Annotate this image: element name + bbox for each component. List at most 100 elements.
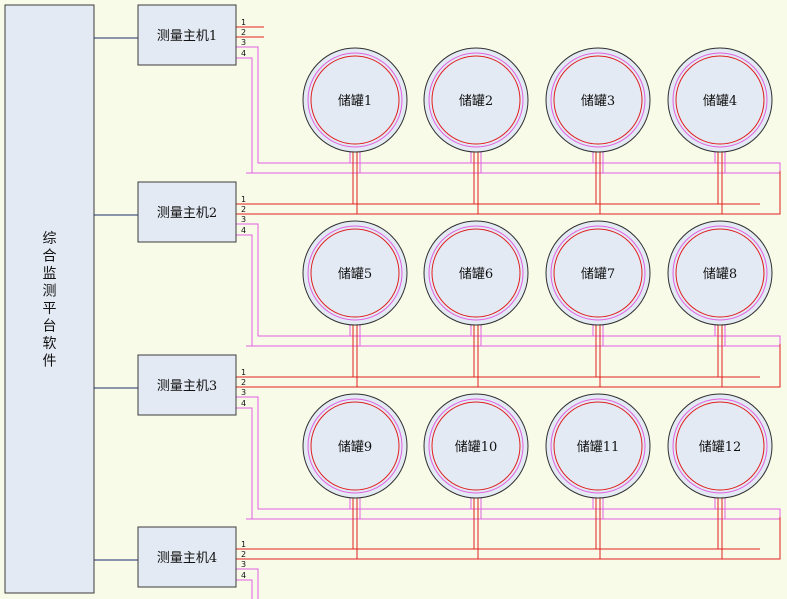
measurement-host-4: 测量主机4 123 4 — [137, 526, 246, 588]
channel-label: 2 — [241, 28, 246, 37]
tank-label: 储罐7 — [581, 267, 615, 282]
tank-outline — [545, 47, 651, 153]
tank-sensor-ring-red — [675, 228, 765, 318]
tank-outline — [545, 393, 651, 499]
storage-tank: 储罐11 — [545, 393, 651, 499]
channel-4-wire — [236, 57, 253, 173]
channel-4-wire — [236, 234, 253, 346]
host-box — [137, 4, 237, 66]
tank-sensor-ring-pink — [550, 52, 646, 148]
channel-label: 3 — [241, 388, 246, 397]
tank-sensor-ring-red — [310, 55, 400, 145]
tank-outline — [667, 393, 773, 499]
storage-tank: 储罐2 — [423, 47, 529, 153]
tank-sensor-ring-red — [553, 55, 643, 145]
tank-sensor-ring-pink — [550, 225, 646, 321]
tank-outline — [302, 220, 408, 326]
storage-tank: 储罐6 — [423, 220, 529, 326]
host-box — [137, 181, 237, 243]
storage-tank: 储罐4 — [667, 47, 773, 153]
tank-sensor-ring-pink — [428, 52, 524, 148]
channel-2-wire — [236, 171, 781, 215]
channel-2-wire — [236, 344, 781, 388]
host-label: 测量主机4 — [157, 551, 217, 566]
tank-sensor-ring-pink — [672, 225, 768, 321]
channel-3-wire — [236, 396, 781, 520]
channel-label: 4 — [241, 399, 246, 408]
tank-sensor-ring-red — [431, 228, 521, 318]
tank-outline — [302, 47, 408, 153]
tank-label: 储罐2 — [459, 94, 493, 109]
channel-label: 1 — [241, 368, 246, 377]
channel-label: 4 — [241, 571, 246, 580]
tank-label: 储罐4 — [703, 94, 737, 109]
tank-sensor-ring-pink — [672, 52, 768, 148]
tank-sensor-ring-red — [310, 228, 400, 318]
channel-label: 1 — [241, 18, 246, 27]
channel-2-wire — [236, 517, 781, 560]
tank-outline — [545, 220, 651, 326]
tank-outline — [423, 220, 529, 326]
channel-3-wire — [236, 223, 781, 347]
tank-label: 储罐3 — [581, 94, 615, 109]
channel-label: 2 — [241, 550, 246, 559]
tank-outline — [423, 393, 529, 499]
tank-sensor-ring-red — [431, 401, 521, 491]
tank-label: 储罐1 — [338, 94, 372, 109]
tank-sensor-ring-pink — [550, 398, 646, 494]
tank-label: 储罐10 — [455, 440, 498, 455]
storage-tank: 储罐9 — [302, 393, 408, 499]
tank-sensor-ring-pink — [307, 398, 403, 494]
measurement-host-3: 测量主机3 123 4 — [137, 354, 246, 416]
host-box — [137, 354, 237, 416]
storage-tank: 储罐5 — [302, 220, 408, 326]
channel-3-wire — [236, 46, 781, 174]
tank-label: 储罐11 — [577, 440, 620, 455]
channel-label: 1 — [241, 540, 246, 549]
host-label: 测量主机1 — [157, 29, 217, 44]
measurement-host-1: 测量主机1 123 4 — [137, 4, 246, 66]
tank-sensor-ring-red — [310, 401, 400, 491]
tank-sensor-ring-red — [553, 228, 643, 318]
measurement-host-2: 测量主机2 123 4 — [137, 181, 246, 243]
channel-label: 2 — [241, 205, 246, 214]
channel-label: 1 — [241, 195, 246, 204]
tank-label: 储罐9 — [338, 440, 372, 455]
tank-label: 储罐8 — [703, 267, 737, 282]
tank-sensor-ring-pink — [307, 52, 403, 148]
channel-label: 3 — [241, 38, 246, 47]
host-label: 测量主机3 — [157, 379, 217, 394]
tank-sensor-ring-red — [431, 55, 521, 145]
channel-label: 4 — [241, 49, 246, 58]
tank-label: 储罐5 — [338, 267, 372, 282]
channel-3-wire — [236, 568, 259, 599]
channel-4-wire — [236, 579, 253, 599]
host-box — [137, 526, 237, 588]
tank-sensor-ring-red — [553, 401, 643, 491]
channel-label: 4 — [241, 226, 246, 235]
tank-sensor-ring-red — [675, 55, 765, 145]
channel-label: 3 — [241, 215, 246, 224]
tank-outline — [667, 47, 773, 153]
tank-outline — [423, 47, 529, 153]
tank-sensor-ring-pink — [428, 225, 524, 321]
tank-label: 储罐6 — [459, 267, 493, 282]
channel-4-wire — [236, 407, 253, 519]
tank-outline — [302, 393, 408, 499]
tank-outline — [667, 220, 773, 326]
host-label: 测量主机2 — [157, 206, 217, 221]
tank-sensor-ring-red — [675, 401, 765, 491]
channel-label: 3 — [241, 560, 246, 569]
channel-label: 2 — [241, 378, 246, 387]
storage-tank: 储罐7 — [545, 220, 651, 326]
tank-label: 储罐12 — [699, 440, 742, 455]
storage-tank: 储罐3 — [545, 47, 651, 153]
storage-tank: 储罐10 — [423, 393, 529, 499]
tank-sensor-ring-pink — [672, 398, 768, 494]
storage-tank: 储罐12 — [667, 393, 773, 499]
storage-tank: 储罐1 — [302, 47, 408, 153]
tank-sensor-ring-pink — [307, 225, 403, 321]
tank-sensor-ring-pink — [428, 398, 524, 494]
storage-tank: 储罐8 — [667, 220, 773, 326]
